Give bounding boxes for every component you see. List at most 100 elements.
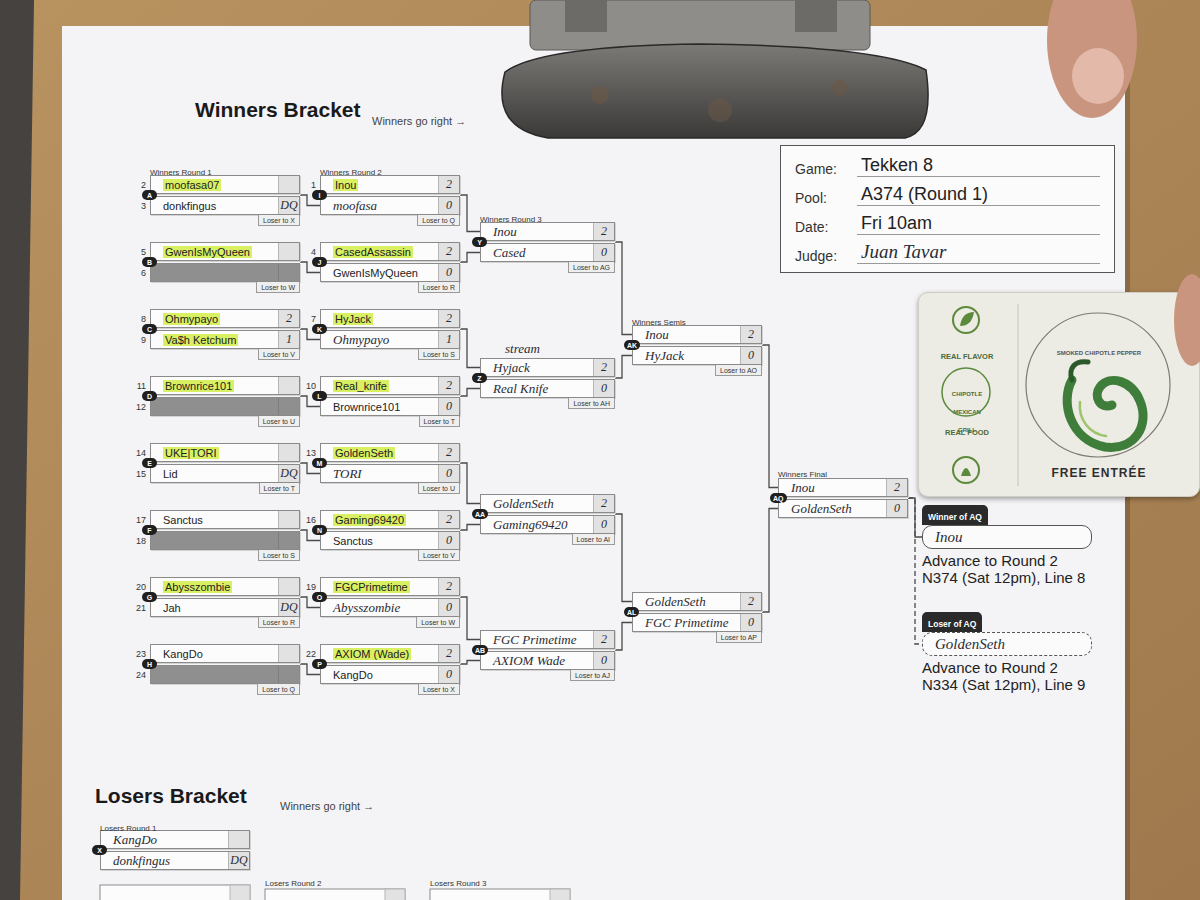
loser-note: Loser to AG bbox=[573, 264, 610, 271]
match-box: KangDo2324HLoser to Q bbox=[150, 644, 300, 684]
score-cell: 1 bbox=[278, 331, 299, 348]
hand-fingers bbox=[1047, 0, 1137, 118]
name-cell: Ohmypayo bbox=[321, 331, 438, 348]
name-cell: Ohmypayo bbox=[151, 310, 278, 327]
bracket-line bbox=[615, 356, 632, 379]
match-letter: AK bbox=[627, 342, 637, 349]
loser-tab: Loser to AJ bbox=[570, 670, 615, 681]
player-name: Ohmypayo bbox=[163, 313, 220, 325]
name-cell: Inou bbox=[633, 326, 740, 343]
score: 2 bbox=[748, 327, 754, 342]
bye-row bbox=[150, 397, 300, 416]
match-badge: C bbox=[142, 324, 157, 334]
score: 0 bbox=[446, 265, 452, 280]
player-name: Real Knife bbox=[493, 381, 548, 397]
name-cell: GoldenSeth bbox=[321, 444, 438, 461]
direction-note: Winners go right → bbox=[372, 115, 466, 127]
score-cell: 0 bbox=[438, 197, 459, 214]
player-name: Jah bbox=[163, 602, 181, 614]
name-cell: KangDo bbox=[151, 645, 278, 662]
player-name: donkfingus bbox=[113, 853, 170, 869]
player-name: Inou bbox=[493, 224, 517, 240]
holding-finger bbox=[1174, 274, 1200, 366]
name-cell: FGC Primetime bbox=[481, 631, 593, 648]
medallion-ring bbox=[1026, 313, 1170, 457]
score: 0 bbox=[446, 198, 452, 213]
result-tab-shape: Loser of AQ bbox=[922, 612, 982, 632]
score-cell: 0 bbox=[886, 500, 907, 517]
empty-score-cell bbox=[230, 885, 250, 900]
field-label-cell: Game: bbox=[795, 154, 857, 177]
score-cell: 2 bbox=[438, 645, 459, 662]
player-name: GoldenSeth bbox=[333, 447, 395, 459]
loser-note: Loser to AI bbox=[577, 536, 610, 543]
match-box: GoldenSeth2FGC Primetime0ALLoser to AP bbox=[632, 592, 762, 632]
player-row: Cased0 bbox=[480, 243, 615, 262]
advance-note-block: Advance to Round 2 N334 (Sat 12pm), Line… bbox=[922, 659, 1092, 694]
score: 2 bbox=[446, 512, 452, 527]
name-cell bbox=[151, 666, 278, 683]
match-badge: AK bbox=[624, 340, 640, 350]
score-cell: 2 bbox=[438, 176, 459, 193]
player-name: GwenIsMyQueen bbox=[163, 246, 252, 258]
label-slot: Winners go right → bbox=[280, 796, 374, 814]
player-name: Gaming69420 bbox=[493, 517, 567, 533]
loser-note: Loser to AJ bbox=[575, 672, 610, 679]
score: 2 bbox=[601, 632, 607, 647]
bracket-line bbox=[615, 623, 632, 651]
score: 0 bbox=[748, 615, 754, 630]
field-label: Date: bbox=[795, 219, 828, 235]
seed-number: 15 bbox=[136, 469, 146, 479]
name-cell: AXIOM Wade bbox=[481, 652, 593, 669]
player-row: GoldenSeth2 bbox=[632, 592, 762, 611]
loser-tab: Loser to AI bbox=[572, 534, 615, 545]
match-box: GoldenSeth2Gaming694200AALoser to AI bbox=[480, 494, 615, 534]
name-cell: FGC Primetime bbox=[633, 614, 740, 631]
player-row: HyJack0 bbox=[632, 346, 762, 365]
bracket-line bbox=[460, 597, 480, 640]
score-cell: 2 bbox=[438, 444, 459, 461]
player-name: KangDo bbox=[333, 669, 373, 681]
match-badge: F bbox=[142, 525, 157, 535]
score: 0 bbox=[601, 245, 607, 260]
match-letter: Z bbox=[477, 375, 481, 382]
seed-number: 7 bbox=[311, 314, 316, 324]
direction-note: Winners go right → bbox=[280, 800, 374, 812]
score-cell: 0 bbox=[438, 599, 459, 616]
player-name: AXIOM Wade bbox=[493, 653, 565, 669]
name-cell: FGCPrimetime bbox=[321, 578, 438, 595]
player-name: GoldenSeth bbox=[645, 594, 706, 610]
player-name: HyJack bbox=[333, 313, 373, 325]
name-cell: GoldenSeth bbox=[481, 495, 593, 512]
card-text-slot: REAL FOOD bbox=[927, 421, 1007, 439]
match-letter: I bbox=[319, 192, 321, 199]
seed-number: 21 bbox=[136, 603, 146, 613]
score: 2 bbox=[446, 311, 452, 326]
name-cell: donkfingus bbox=[101, 852, 228, 869]
bracket-line bbox=[615, 242, 632, 335]
empty-score-cell bbox=[550, 889, 570, 900]
seed-number: 1 bbox=[311, 180, 316, 190]
loser-tab: Loser to W bbox=[416, 617, 460, 628]
score: 0 bbox=[601, 381, 607, 396]
logo-ring bbox=[942, 368, 990, 416]
player-name: Hyjack bbox=[493, 360, 530, 376]
name-cell: Jah bbox=[151, 599, 278, 616]
match-badge: AL bbox=[624, 607, 639, 617]
match-letter: AQ bbox=[773, 495, 784, 502]
bracket-line bbox=[762, 345, 778, 488]
player-name: Abysszombie bbox=[333, 600, 400, 616]
score: 1 bbox=[286, 332, 292, 347]
card-text-slot: CHIPOTLE MEXICAN GRILL bbox=[947, 382, 987, 436]
bracket-line bbox=[460, 253, 480, 263]
label-slot: Losers Round 3 bbox=[430, 872, 486, 890]
finger-nail bbox=[1072, 48, 1124, 104]
match-letter: D bbox=[147, 393, 152, 400]
round-header: Winners Round 3 bbox=[480, 215, 542, 224]
player-name: CasedAssassin bbox=[333, 246, 413, 258]
field-label: Pool: bbox=[795, 190, 827, 206]
name-cell: HyJack bbox=[321, 310, 438, 327]
round-header: Losers Round 3 bbox=[430, 879, 486, 888]
name-cell: moofasa bbox=[321, 197, 438, 214]
score-cell: 0 bbox=[438, 666, 459, 683]
